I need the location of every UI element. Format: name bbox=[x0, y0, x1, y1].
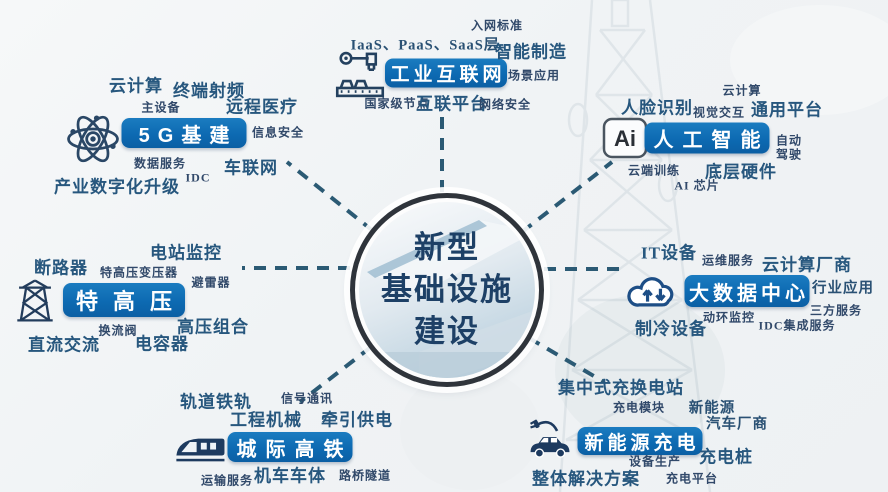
label-equipment-production: 设备生产 bbox=[628, 454, 682, 469]
label-car-manufacturers: 汽车厂商 bbox=[706, 416, 768, 433]
label-industry-digital-upgrade: 产业数字化升级 bbox=[54, 177, 180, 197]
label-uhv-transformer: 特高压变压器 bbox=[99, 265, 179, 280]
label-om-service: 运维服务 bbox=[701, 253, 755, 268]
label-access-standard: 入网标准 bbox=[470, 18, 524, 33]
label-circuit-breaker: 断路器 bbox=[34, 258, 88, 278]
label-network-security: 网络安全 bbox=[478, 97, 532, 112]
node-intercity-rail-label: 城际高铁 bbox=[236, 438, 353, 461]
ev-charging-car-icon bbox=[529, 419, 570, 458]
label-it-equipment: IT设备 bbox=[641, 243, 697, 263]
label-central-station: 集中式充换电站 bbox=[558, 378, 684, 398]
label-engineering-machinery: 工程机械 bbox=[230, 410, 302, 430]
label-transport-service: 运输服务 bbox=[200, 473, 254, 488]
label-cooling-equipment: 制冷设备 bbox=[635, 319, 707, 339]
node-ai: 人工智能 bbox=[644, 122, 770, 154]
label-hv-assembly: 高压组合 bbox=[177, 317, 249, 337]
ai-box-icon: Ai bbox=[602, 117, 648, 159]
label-cloud-computing: 云计算 bbox=[109, 76, 163, 96]
label-station-monitoring: 电站监控 bbox=[150, 243, 222, 263]
node-new-energy-charging: 新能源充电 bbox=[577, 427, 703, 455]
label-overall-solution: 整体解决方案 bbox=[532, 469, 640, 489]
label-ai-chip: AI 芯片 bbox=[674, 178, 720, 193]
label-telemedicine: 远程医疗 bbox=[226, 97, 298, 117]
cloud-transfer-icon bbox=[627, 277, 674, 307]
label-idc: IDC bbox=[185, 170, 211, 185]
label-signal-comm: 信号通讯 bbox=[280, 391, 334, 406]
center-title-line: 新型 bbox=[414, 230, 480, 266]
label-terminal-rf: 终端射频 bbox=[173, 81, 245, 101]
bullet-train-icon bbox=[176, 438, 225, 462]
label-nev: 新能源 bbox=[688, 400, 736, 417]
label-face-recognition: 人脸识别 bbox=[621, 98, 693, 118]
label-charging-module: 充电模块 bbox=[612, 400, 666, 415]
label-data-service: 数据服务 bbox=[133, 156, 187, 171]
node-5g-label: 5G基建 bbox=[138, 124, 238, 147]
label-locomotive-body: 机车车体 bbox=[254, 466, 326, 486]
label-scene-application: 场景应用 bbox=[507, 68, 561, 83]
node-industrial-internet-label: 工业互联网 bbox=[390, 64, 506, 86]
label-saas-layers: IaaS、PaaS、SaaS层 bbox=[350, 37, 500, 54]
node-new-energy-charging-label: 新能源充电 bbox=[584, 432, 700, 454]
label-autonomous-driving: 自动驾驶 bbox=[775, 133, 802, 162]
label-iov: 车联网 bbox=[224, 158, 278, 178]
label-dc-ac: 直流交流 bbox=[28, 335, 100, 355]
node-uhv: 特高压 bbox=[63, 283, 185, 317]
label-interconnection-platform: 互联平台 bbox=[416, 94, 488, 114]
label-charging-platform: 充电平台 bbox=[665, 471, 719, 486]
label-rail-tracks: 轨道铁轨 bbox=[180, 392, 252, 412]
center-node: 新型 基础设施 建设 bbox=[350, 193, 544, 387]
robot-arm-icon bbox=[335, 51, 385, 98]
svg-text:Ai: Ai bbox=[614, 126, 636, 151]
label-info-security: 信息安全 bbox=[251, 125, 305, 140]
node-bigdata-center: 大数据中心 bbox=[684, 275, 810, 307]
label-main-equipment: 主设备 bbox=[141, 100, 181, 115]
label-base-hardware: 底层硬件 bbox=[705, 162, 777, 182]
label-national-node: 国家级节点 bbox=[364, 96, 430, 111]
node-5g: 5G基建 bbox=[121, 118, 247, 148]
label-third-party-service: 三方服务 bbox=[809, 303, 863, 318]
center-title-line: 基础设施 bbox=[381, 272, 513, 308]
power-tower-icon bbox=[17, 279, 53, 322]
node-uhv-label: 特高压 bbox=[75, 289, 187, 314]
node-intercity-rail: 城际高铁 bbox=[227, 432, 353, 462]
atom-icon bbox=[67, 115, 119, 163]
label-idc-integration: IDC集成服务 bbox=[758, 318, 836, 333]
label-cloud-training: 云端训练 bbox=[627, 163, 681, 178]
label-cloud-vendors: 云计算厂商 bbox=[762, 255, 852, 275]
node-ai-label: 人工智能 bbox=[653, 129, 770, 152]
label-ai-cloud-computing: 云计算 bbox=[722, 83, 762, 98]
node-industrial-internet: 工业互联网 bbox=[385, 58, 507, 88]
label-charging-pile: 充电桩 bbox=[699, 447, 753, 467]
label-converter-valve: 换流阀 bbox=[98, 323, 138, 338]
label-env-monitoring: 动环监控 bbox=[702, 310, 756, 325]
label-smart-manufacturing: 智能制造 bbox=[495, 42, 567, 62]
center-title: 新型 基础设施 建设 bbox=[355, 198, 539, 382]
label-traction-power: 牵引供电 bbox=[321, 410, 393, 430]
label-visual-interaction: 视觉交互 bbox=[692, 105, 746, 120]
label-industry-application: 行业应用 bbox=[812, 280, 874, 297]
node-bigdata-center-label: 大数据中心 bbox=[689, 282, 809, 305]
label-general-platform: 通用平台 bbox=[751, 100, 823, 120]
label-capacitor: 电容器 bbox=[135, 334, 189, 354]
center-title-line: 建设 bbox=[414, 313, 480, 349]
label-road-bridge-tunnel: 路桥隧道 bbox=[338, 468, 392, 483]
label-arrester: 避雷器 bbox=[191, 275, 231, 290]
